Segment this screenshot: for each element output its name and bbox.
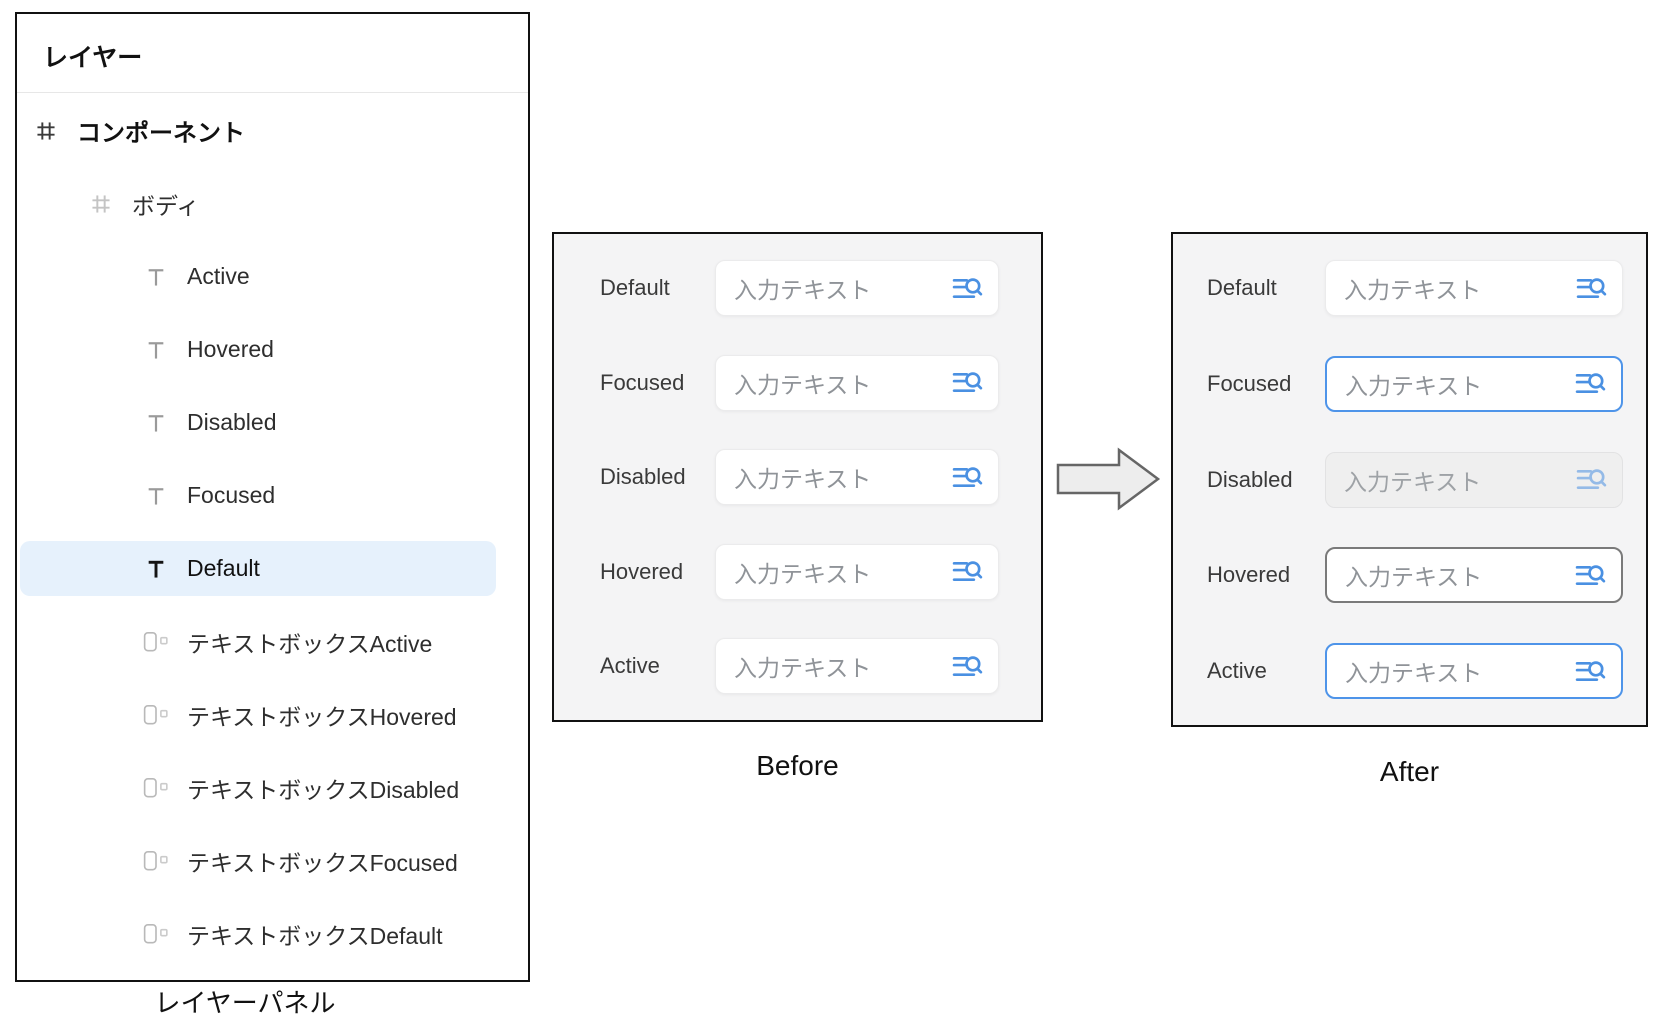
layer-row-ボディ[interactable]: ボディ [17, 167, 528, 240]
before-after-arrow [1056, 447, 1161, 511]
textbox-state-row-disabled: Disabled 入力テキスト [554, 449, 1041, 505]
layer-label: Active [187, 263, 250, 289]
text-icon [143, 483, 169, 509]
state-label: Active [600, 653, 660, 678]
text-input-hovered[interactable]: 入力テキスト [715, 543, 999, 600]
input-placeholder-text: 入力テキスト [734, 655, 872, 681]
textbox-state-row-disabled: Disabled 入力テキスト [1173, 451, 1646, 508]
search-list-icon [1575, 562, 1606, 589]
search-list-icon [1575, 658, 1606, 685]
input-placeholder-text: 入力テキスト [734, 560, 872, 587]
textbox-state-row-active: Active 入力テキスト [1173, 643, 1646, 699]
textbox-icon [143, 702, 169, 728]
layers-panel-caption: レイヤーパネル [154, 988, 336, 1018]
layer-row-Disabled[interactable]: Disabled [17, 386, 528, 459]
input-placeholder-text: 入力テキスト [734, 466, 872, 492]
layer-label: テキストボックスDefault [187, 922, 443, 949]
layer-label: テキストボックスDisabled [187, 776, 460, 803]
textbox-state-row-focused: Focused 入力テキスト [1173, 355, 1646, 412]
textbox-state-row-default: Default 入力テキスト [1173, 260, 1646, 316]
search-list-icon [952, 464, 983, 491]
input-placeholder-text: 入力テキスト [734, 277, 872, 303]
layer-label: テキストボックスFocused [187, 849, 458, 876]
textbox-state-row-default: Default 入力テキスト [554, 260, 1041, 316]
layer-row-Active[interactable]: Active [17, 240, 528, 313]
textbox-state-row-focused: Focused 入力テキスト [554, 354, 1041, 411]
state-label: Hovered [600, 558, 684, 584]
textbox-icon [143, 848, 169, 874]
state-label: Disabled [1207, 466, 1293, 492]
text-input-default[interactable]: 入力テキスト [715, 260, 999, 316]
input-placeholder-text: 入力テキスト [1345, 564, 1483, 591]
layer-label: Hovered [187, 336, 274, 362]
textbox-state-row-hovered: Hovered 入力テキスト [554, 543, 1041, 600]
search-list-icon [952, 558, 983, 585]
layer-row-Hovered[interactable]: Hovered [17, 313, 528, 386]
input-placeholder-text: 入力テキスト [1344, 277, 1482, 303]
textbox-state-row-hovered: Hovered 入力テキスト [1173, 547, 1646, 604]
layer-label: テキストボックスActive [187, 630, 433, 657]
search-list-icon [952, 653, 983, 680]
text-input-hovered[interactable]: 入力テキスト [1325, 547, 1623, 604]
search-list-icon [952, 275, 983, 302]
textbox-icon [143, 775, 169, 801]
layer-row-テキストボックスFocused[interactable]: テキストボックスFocused [17, 824, 528, 897]
frame-icon [33, 118, 59, 144]
after-rows: Default 入力テキスト Focused 入力テキスト Disabled 入… [1173, 234, 1646, 725]
layer-label: Default [187, 555, 260, 581]
layer-label: ボディ [132, 192, 200, 219]
text-input-active[interactable]: 入力テキスト [1325, 643, 1623, 699]
layer-row-Focused[interactable]: Focused [17, 459, 528, 532]
search-list-icon [952, 369, 983, 396]
state-label: Default [600, 275, 670, 300]
state-label: Default [1207, 275, 1277, 300]
text-input-active[interactable]: 入力テキスト [715, 638, 999, 694]
after-panel: Default 入力テキスト Focused 入力テキスト Disabled 入… [1171, 232, 1648, 727]
state-label: Active [1207, 658, 1267, 683]
input-placeholder-text: 入力テキスト [1345, 372, 1483, 399]
layer-row-テキストボックスActive[interactable]: テキストボックスActive [17, 605, 528, 678]
layer-row-テキストボックスDisabled[interactable]: テキストボックスDisabled [17, 751, 528, 824]
search-list-icon [1575, 370, 1606, 397]
input-placeholder-text: 入力テキスト [1344, 468, 1482, 495]
layer-label: コンポーネント [77, 120, 245, 147]
layers-panel: レイヤー コンポーネント ボディ Active Hovered [15, 12, 530, 982]
layer-label: Disabled [187, 409, 277, 435]
text-input-focused[interactable]: 入力テキスト [1325, 355, 1623, 412]
textbox-state-row-active: Active 入力テキスト [554, 638, 1041, 694]
input-placeholder-text: 入力テキスト [1345, 660, 1483, 686]
layer-row-テキストボックスDefault[interactable]: テキストボックスDefault [17, 897, 528, 970]
input-placeholder-text: 入力テキスト [734, 371, 872, 398]
text-icon [143, 556, 169, 582]
layer-label: Focused [187, 482, 276, 508]
state-label: Hovered [1207, 562, 1291, 588]
state-label: Focused [1207, 370, 1292, 396]
text-icon [143, 337, 169, 363]
layer-row-テキストボックスHovered[interactable]: テキストボックスHovered [17, 678, 528, 751]
before-panel: Default 入力テキスト Focused 入力テキスト Disabled 入… [552, 232, 1043, 722]
text-input-focused[interactable]: 入力テキスト [715, 354, 999, 411]
layer-label: テキストボックスHovered [187, 703, 457, 730]
layer-row-コンポーネント[interactable]: コンポーネント [17, 94, 528, 167]
layers-panel-title: レイヤー [17, 14, 528, 93]
after-caption: After [1379, 756, 1440, 787]
before-caption: Before [756, 750, 839, 781]
layer-tree: コンポーネント ボディ Active Hovered Disabled [17, 94, 528, 970]
text-icon [143, 264, 169, 290]
text-input-default[interactable]: 入力テキスト [1325, 260, 1623, 316]
layer-row-Default[interactable]: Default [17, 532, 528, 605]
state-label: Focused [600, 369, 685, 395]
text-icon [143, 410, 169, 436]
text-input-disabled[interactable]: 入力テキスト [1325, 451, 1623, 508]
search-list-icon [1576, 275, 1607, 302]
search-list-icon [1576, 466, 1607, 493]
before-rows: Default 入力テキスト Focused 入力テキスト Disabled 入… [554, 234, 1041, 720]
state-label: Disabled [600, 464, 686, 489]
textbox-icon [143, 629, 169, 655]
textbox-icon [143, 921, 169, 947]
frame-icon [88, 191, 114, 217]
text-input-disabled[interactable]: 入力テキスト [715, 449, 999, 505]
